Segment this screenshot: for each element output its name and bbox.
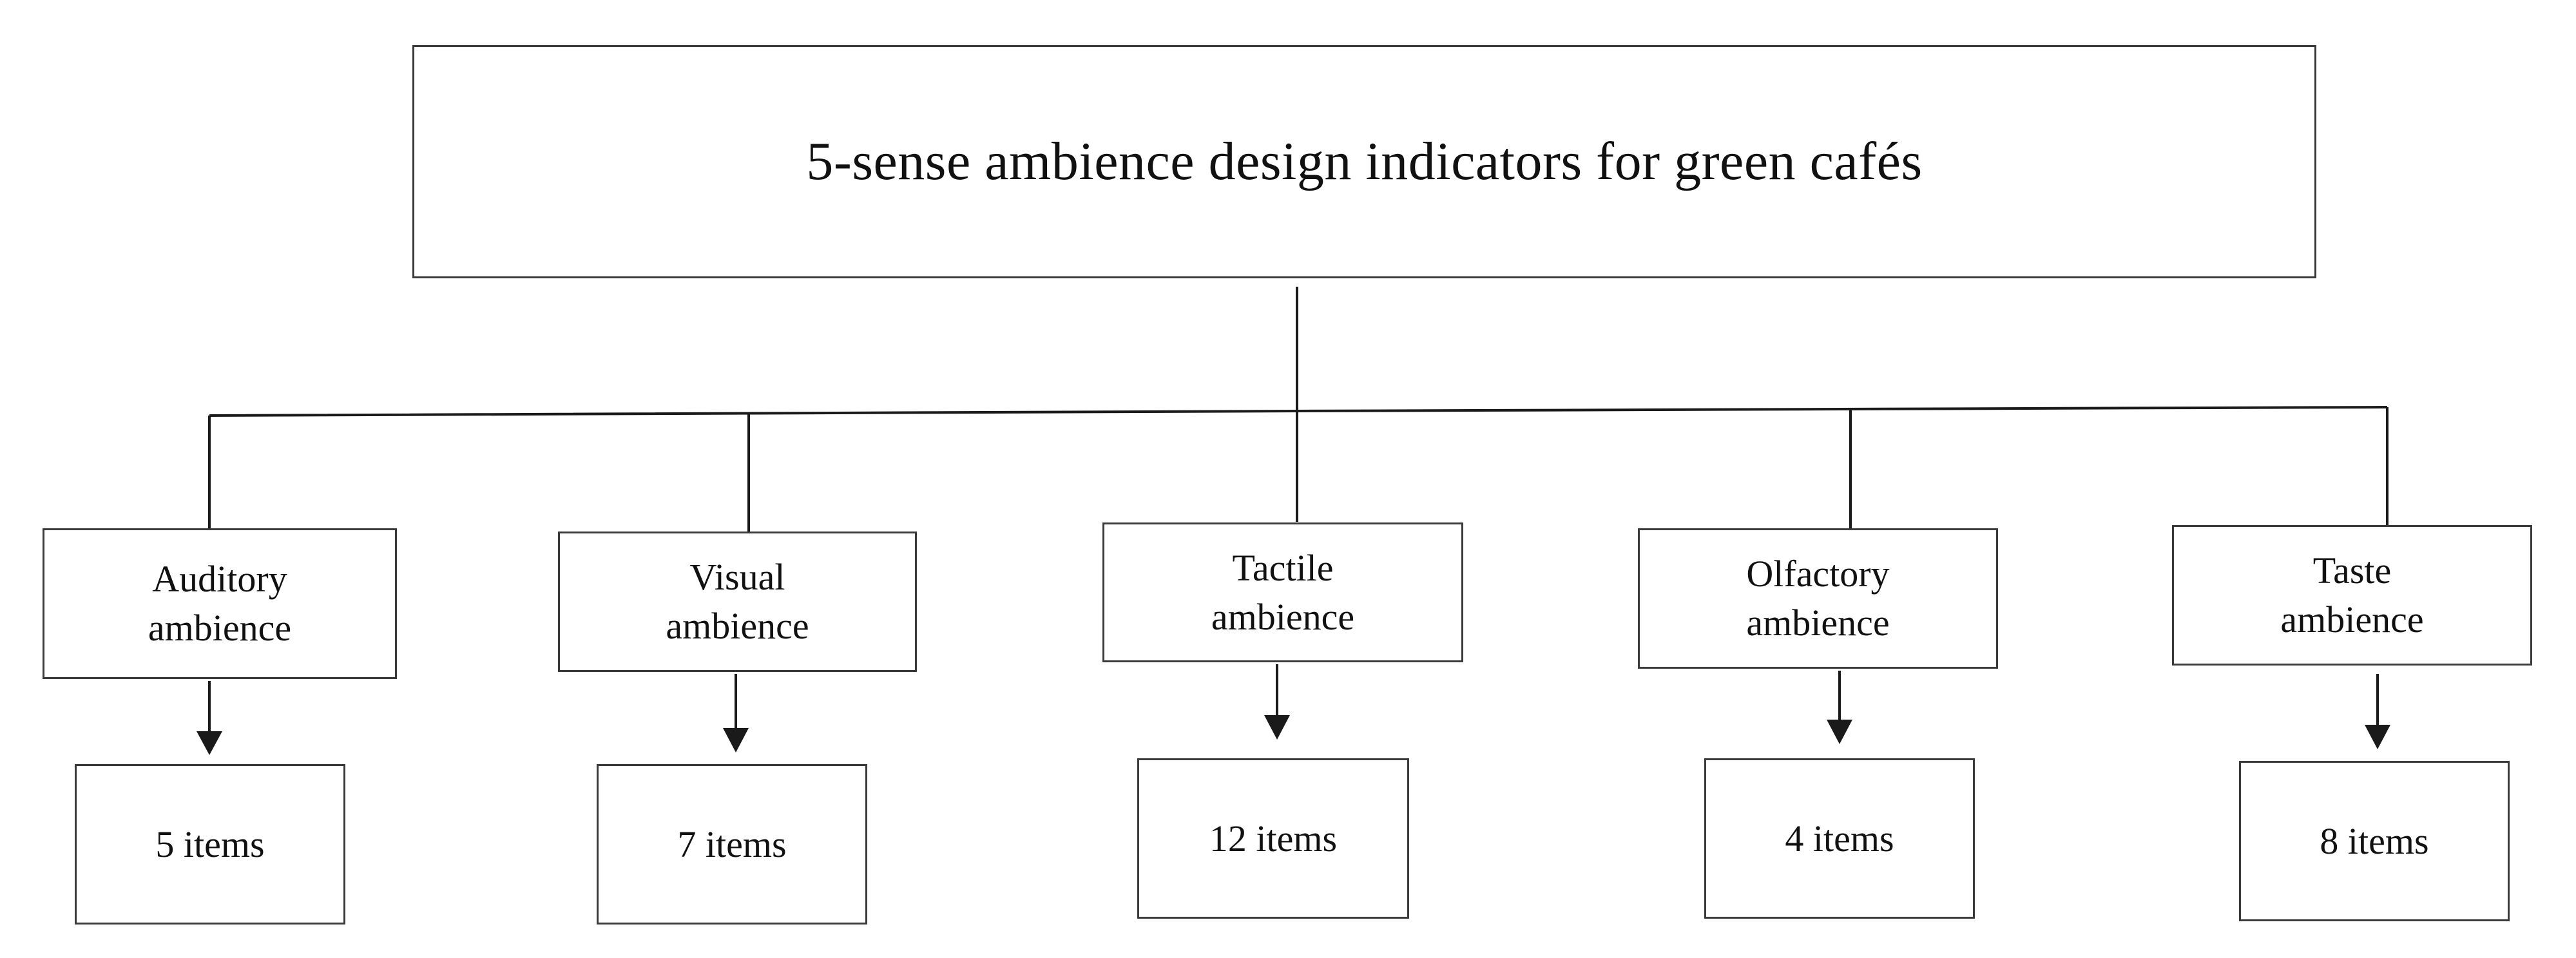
arrow-auditory — [197, 681, 222, 755]
category-label-tactile: Tactile ambience — [1211, 546, 1355, 638]
arrow-taste — [2365, 674, 2390, 749]
count-node-tactile: 12 items — [1137, 758, 1409, 919]
category-node-visual: Visual ambience — [558, 532, 917, 672]
category-label-visual: Visual ambience — [666, 556, 809, 647]
category-label-auditory: Auditory ambience — [148, 558, 292, 649]
count-node-auditory: 5 items — [75, 764, 345, 924]
count-label-tactile: 12 items — [1209, 818, 1338, 859]
branch-bus — [209, 406, 2388, 417]
diagram-title: 5-sense ambience design indicators for g… — [806, 131, 1923, 191]
category-node-olfactory: Olfactory ambience — [1638, 528, 1998, 669]
count-node-olfactory: 4 items — [1704, 758, 1975, 919]
category-node-taste: Taste ambience — [2172, 525, 2532, 666]
arrow-visual — [723, 674, 749, 752]
count-node-visual: 7 items — [597, 764, 867, 924]
arrow-tactile — [1264, 664, 1290, 740]
count-label-taste: 8 items — [2320, 820, 2429, 862]
root-node: 5-sense ambience design indicators for g… — [412, 45, 2316, 278]
count-label-visual: 7 items — [677, 823, 787, 865]
count-label-olfactory: 4 items — [1785, 818, 1894, 859]
category-node-tactile: Tactile ambience — [1102, 522, 1463, 662]
arrow-olfactory — [1827, 671, 1852, 744]
count-label-auditory: 5 items — [155, 823, 265, 865]
count-node-taste: 8 items — [2239, 761, 2510, 921]
category-node-auditory: Auditory ambience — [43, 528, 397, 679]
category-label-taste: Taste ambience — [2280, 550, 2424, 640]
category-label-olfactory: Olfactory ambience — [1746, 553, 1890, 644]
